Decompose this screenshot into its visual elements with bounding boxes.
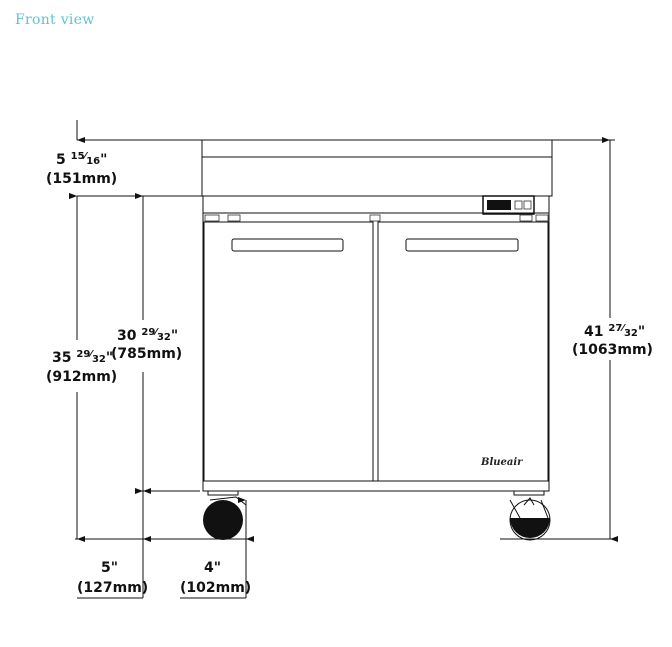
- top-section-dimension: 5 15⁄16": [56, 151, 107, 168]
- base-height-dimension: 35 29⁄32": [52, 349, 113, 366]
- brand-logo: Blueair: [480, 457, 523, 468]
- cabinet-body: [202, 196, 550, 492]
- body-height-mm: (785mm): [111, 346, 182, 362]
- view-title: Front view: [15, 12, 95, 28]
- caster-height-dimension: 4": [204, 560, 221, 576]
- base-clearance-mm: (127mm): [77, 580, 148, 596]
- left-door: [203, 221, 374, 482]
- caster-height-mm: (102mm): [180, 580, 251, 596]
- right-caster: [509, 490, 551, 541]
- overall-height-mm: (1063mm): [572, 342, 653, 358]
- hinge-icon: [204, 214, 220, 222]
- door-handle: [231, 238, 344, 252]
- right-door: Blueair: [377, 221, 549, 482]
- control-panel: [482, 195, 535, 215]
- dimension-lines: [69, 120, 618, 599]
- overall-height-dimension: 41 27⁄32": [584, 323, 645, 340]
- hinge-icon: [227, 214, 241, 222]
- hinge-icon: [535, 214, 549, 222]
- top-section: [201, 139, 553, 197]
- body-height-dimension: 30 29⁄32": [117, 327, 178, 344]
- base-height-mm: (912mm): [46, 369, 117, 385]
- hinge-icon: [519, 214, 533, 222]
- door-handle: [405, 238, 519, 252]
- base-clearance-dimension: 5": [101, 560, 118, 576]
- top-section-mm: (151mm): [46, 171, 117, 187]
- left-caster: [203, 490, 247, 540]
- hinge-icon: [369, 214, 381, 222]
